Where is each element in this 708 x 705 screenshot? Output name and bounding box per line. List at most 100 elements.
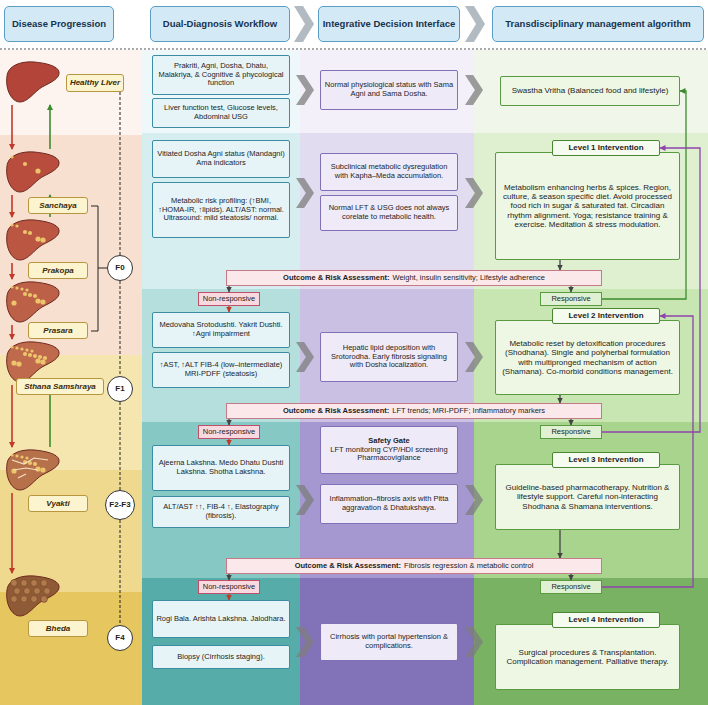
box-text: Vitiated Dosha Agni status (Mandagni) Am… xyxy=(156,150,286,168)
fat-droplet xyxy=(20,287,23,290)
box-text: Integrative Decision Interface xyxy=(323,18,456,29)
workflow-box: Liver function test, Glucose levels, Abd… xyxy=(152,98,290,128)
connector xyxy=(559,530,560,558)
fat-droplet xyxy=(15,286,18,289)
box-text: Swastha Vritha (Balanced food and lifest… xyxy=(512,86,669,95)
liver-shape xyxy=(7,576,59,616)
fat-droplet xyxy=(15,224,18,227)
chevron-arrow xyxy=(465,75,483,105)
fibrosis-stage-circle: F0 xyxy=(107,255,133,281)
stage-band xyxy=(474,133,708,289)
workflow-box: Ajeerna Lakshna. Medo Dhatu Dushti Laksh… xyxy=(152,445,290,491)
connector xyxy=(228,306,229,312)
box-text: Bheda xyxy=(46,624,70,633)
box-text: Non-responsive xyxy=(203,295,256,304)
liver-illustration xyxy=(7,62,59,102)
fat-droplet xyxy=(23,292,27,296)
management-box: Swastha Vritha (Balanced food and lifest… xyxy=(500,76,680,106)
management-box: Surgical procedures & Transplantation. C… xyxy=(495,624,680,690)
fibrosis-strand xyxy=(12,458,48,464)
fat-droplet xyxy=(15,346,18,349)
cirrhotic-nodule xyxy=(24,588,31,595)
cirrhotic-nodule xyxy=(34,588,41,595)
liver-illustration xyxy=(7,342,59,382)
stage-band xyxy=(474,578,708,705)
box-text: Responsive xyxy=(551,428,590,437)
fat-droplet xyxy=(33,462,37,466)
fibrosis-strand xyxy=(18,474,26,478)
column-header: Disease Progression xyxy=(4,6,114,42)
box-text: ALT/AST ↑↑, FIB-4 ↑, Elastography (fibro… xyxy=(156,503,286,521)
management-box: Guideline-based pharmacotherapy. Nutriti… xyxy=(495,464,680,530)
column-header: Dual-Diagnosis Workflow xyxy=(150,6,290,42)
box-text: Inflammation–fibrosis axis with Pitta ag… xyxy=(324,495,454,513)
box-text: Metabolic risk profiling: (↑BMI, ↑HOMA-I… xyxy=(156,197,286,223)
stage-band xyxy=(142,422,300,578)
stage-label: Bheda xyxy=(28,620,88,637)
connector xyxy=(559,260,560,270)
fat-droplet xyxy=(40,467,45,472)
stage-band xyxy=(142,133,300,289)
stage-band xyxy=(300,133,474,289)
fat-droplet xyxy=(10,453,13,456)
cirrhotic-nodule xyxy=(21,596,28,603)
level-tab: Level 4 Intervention xyxy=(552,612,660,628)
fat-droplet xyxy=(16,361,21,366)
fat-droplet xyxy=(40,359,45,364)
progression-arrow xyxy=(11,263,13,279)
box-text: Medovaha Srotodushti. Yakrit Dushti. ↑Ag… xyxy=(156,321,286,339)
cirrhotic-nodule xyxy=(44,588,51,595)
response-box: Responsive xyxy=(540,425,602,439)
box-text: Healthy Liver xyxy=(70,78,120,87)
stage-bracket xyxy=(91,206,107,331)
liver-illustration xyxy=(7,282,59,322)
fat-droplet xyxy=(35,168,40,173)
box-text: Level 1 Intervention xyxy=(568,143,643,152)
column-header: Integrative Decision Interface xyxy=(318,6,460,42)
box-heading: Outcome & Risk Assessment: xyxy=(283,407,389,416)
fibrosis-strand xyxy=(14,468,38,470)
box-text: Prakopa xyxy=(42,266,74,275)
box-text: LFT trends; MRI-PDFF; Inflammatory marke… xyxy=(392,407,545,416)
box-text: Non-responsive xyxy=(203,428,256,437)
stage-label: Healthy Liver xyxy=(66,74,124,92)
box-text: Biopsy (Cirrhosis staging). xyxy=(177,653,265,662)
fat-droplet xyxy=(28,353,32,357)
progression-arrow xyxy=(11,105,13,149)
fat-droplet xyxy=(43,356,47,360)
box-text: Level 4 Intervention xyxy=(568,615,643,624)
connector xyxy=(228,594,229,600)
cirrhotic-nodule xyxy=(11,580,18,587)
box-text: LFT monitoring CYP/HDI screening Pharmac… xyxy=(324,446,454,464)
fat-droplet xyxy=(40,299,45,304)
stage-label: Vyakti xyxy=(28,495,88,512)
fat-droplet xyxy=(10,345,13,348)
fat-droplet xyxy=(10,223,13,226)
chevron-arrow xyxy=(296,75,314,105)
box-text: Vyakti xyxy=(46,499,69,508)
box-text: Sanchaya xyxy=(39,201,76,210)
liver-shape xyxy=(7,220,59,260)
connector xyxy=(602,91,686,299)
box-text: Rogi Bala. Arishta Lakshna. Jalodhara. xyxy=(156,615,285,624)
fat-droplet xyxy=(23,162,27,166)
fat-droplet xyxy=(33,354,37,358)
liver-shape xyxy=(7,62,59,102)
fat-droplet xyxy=(23,352,27,356)
connector xyxy=(570,574,571,580)
liver-shape xyxy=(7,342,59,382)
nonresponse-box: Non-responsive xyxy=(198,425,260,439)
workflow-box: Vitiated Dosha Agni status (Mandagni) Am… xyxy=(152,140,290,178)
box-text: Metabolic reset by detoxification proced… xyxy=(499,339,676,376)
box-heading: Outcome & Risk Assessment: xyxy=(295,562,401,571)
chevron-arrow xyxy=(296,178,314,208)
nonresponse-box: Non-responsive xyxy=(198,292,260,306)
assessment-banner: Outcome & Risk Assessment:Fibrosis regre… xyxy=(226,558,602,574)
box-text: Responsive xyxy=(551,583,590,592)
cirrhotic-nodule xyxy=(41,580,48,587)
box-text: Sthana Samshraya xyxy=(24,382,96,391)
workflow-box: Rogi Bala. Arishta Lakshna. Jalodhara. xyxy=(152,600,290,638)
liver-illustration xyxy=(7,576,59,616)
fat-droplet xyxy=(10,285,13,288)
